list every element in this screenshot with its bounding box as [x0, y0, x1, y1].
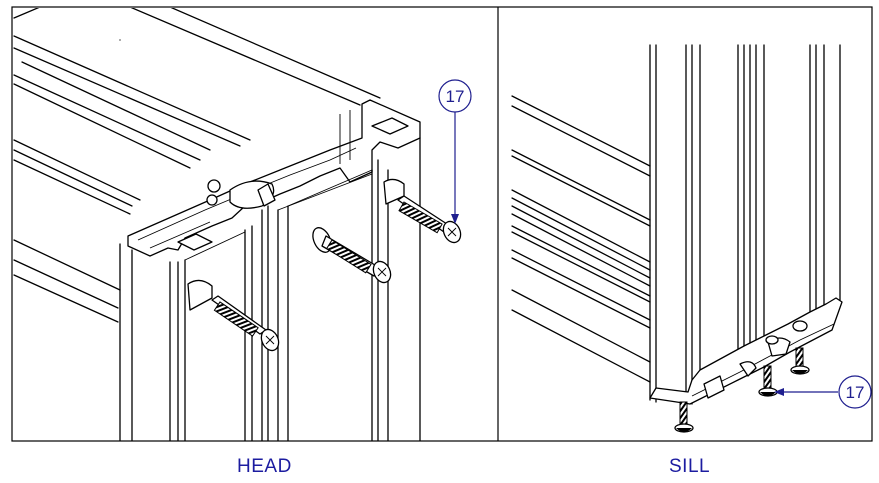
head-callout: 17 — [438, 79, 472, 224]
sill-screw-center — [758, 365, 778, 397]
head-extrusion-profile — [127, 99, 421, 257]
head-caption: HEAD — [237, 456, 292, 477]
sill-callout-number: 17 — [846, 383, 865, 402]
sill-caption: SILL — [669, 456, 711, 477]
sill-screw-left — [674, 401, 694, 433]
sill-callout-arrowhead — [774, 388, 784, 396]
head-screw-right — [397, 195, 462, 244]
head-callout-number: 17 — [446, 87, 465, 106]
sill-detail-drawing — [511, 44, 843, 433]
head-callout-arrowhead — [451, 214, 459, 224]
head-screw-left — [211, 295, 280, 352]
sill-callout-bubble — [838, 375, 872, 409]
head-callout-bubble — [438, 79, 472, 113]
head-screw-center — [312, 227, 392, 284]
sill-extrusion-profile — [649, 297, 843, 405]
drawing-frame — [11, 6, 873, 442]
sill-rails — [511, 95, 651, 383]
sill-callout: 17 — [774, 375, 872, 409]
sill-screw-right — [790, 347, 810, 375]
head-detail-drawing — [13, 8, 462, 441]
sill-jamb-members — [649, 44, 841, 405]
head-rails — [13, 8, 381, 323]
head-jamb-members — [119, 137, 421, 441]
